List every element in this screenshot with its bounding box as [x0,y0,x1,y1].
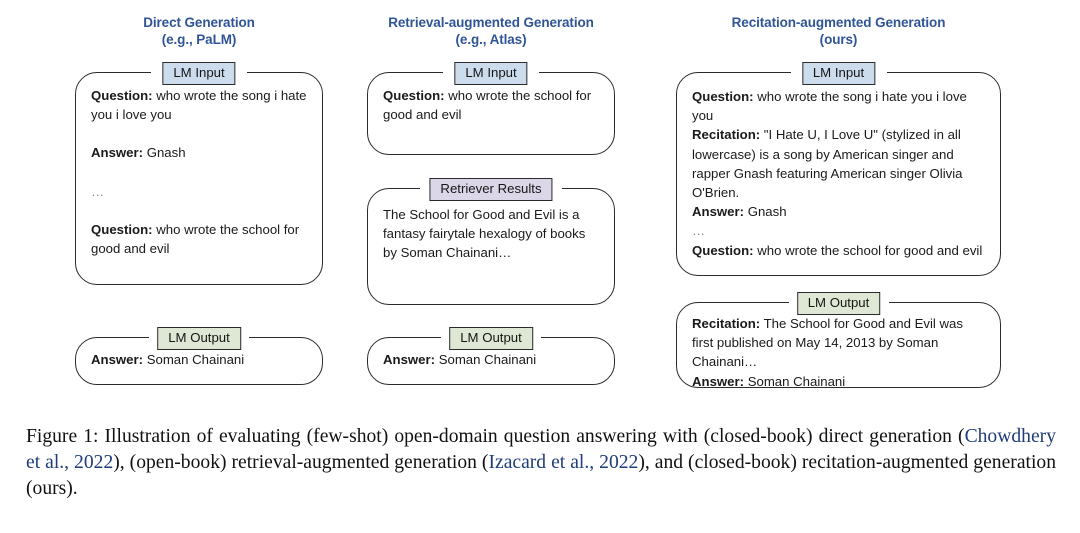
box-lm-input-col2: LM Input Question: who wrote the school … [367,62,615,155]
caption-part-3: ), and (closed-book) recitation-augmente… [26,452,1056,499]
text-line: Recitation: The School for Good and Evil… [692,314,986,372]
box-body-lm-output-col3: Recitation: The School for Good and Evil… [677,303,1000,403]
line-label: Answer: [692,373,745,389]
spacer [91,163,308,182]
line-text: Gnash [744,204,787,220]
tab-label-retriever-results: Retriever Results [429,178,553,201]
line-label: Question: [692,242,754,258]
column-title-retrieval-augmented-generation: Retrieval-augmented Generation (e.g., At… [367,14,615,48]
line-label: Question: [91,221,153,237]
figure-illustration: Direct Generation (e.g., PaLM) LM Input … [75,0,1001,410]
line-text: who wrote the song i hate you i love you [91,88,307,123]
spacer [91,201,308,220]
text-line: Question: who wrote the school for good … [91,220,308,258]
tab-label-lm-input: LM Input [801,62,876,85]
line-text: The School for Good and Evil was first p… [692,316,963,370]
line-text: Soman Chainani [435,352,537,367]
text-line: The School for Good and Evil is a fantas… [383,205,592,263]
text-line: Question: who wrote the song i hate you … [91,86,308,124]
line-text: Soman Chainani [143,352,245,367]
box-lm-input-col3: LM Input Question: who wrote the song i … [676,62,1001,276]
box-body-retriever-results-col2: The School for Good and Evil is a fantas… [368,189,614,275]
column-retrieval-augmented-generation: Retrieval-augmented Generation (e.g., At… [367,0,615,410]
box-lm-output-col1: LM Output Answer: Soman Chainani [75,327,323,385]
box-body-lm-input-col2: Question: who wrote the school for good … [368,73,614,136]
line-text: "I Hate U, I Love U" (stylized in all lo… [692,127,963,201]
column-title-recitation-augmented-generation: Recitation-augmented Generation (ours) [676,14,1001,48]
text-line: Recitation: "I Hate U, I Love U" (styliz… [692,125,986,202]
tab-label-lm-output: LM Output [796,292,881,315]
column-title-sub: (e.g., PaLM) [161,32,237,47]
line-label: Recitation: [692,127,761,143]
text-line: Answer: Soman Chainani [91,350,308,369]
tab-label-lm-output: LM Output [157,327,241,350]
box-body-lm-input-col3: Question: who wrote the song i hate you … [677,73,1000,272]
line-label: Question: [692,89,754,104]
line-label: Answer: [692,204,745,220]
caption-part-1: Figure 1: Illustration of evaluating (fe… [26,426,965,447]
line-text: who wrote the school for good and evil [383,88,592,123]
box-retriever-results-col2: Retriever Results The School for Good an… [367,178,615,305]
box-body-lm-output-col1: Answer: Soman Chainani [76,338,322,381]
line-label: Question: [383,88,445,103]
tab-label-lm-output: LM Output [449,327,533,350]
box-body-lm-input-col1: Question: who wrote the song i hate you … [76,73,322,270]
text-line: Question: who wrote the song i hate you … [692,87,986,125]
column-direct-generation: Direct Generation (e.g., PaLM) LM Input … [75,0,323,410]
line-text: who wrote the school for good and evil [91,221,300,257]
caption-part-2: ), (open-book) retrieval-augmented gener… [113,452,489,473]
tab-label-lm-input: LM Input [454,62,528,85]
text-line: Answer: Gnash [91,143,308,162]
column-title-main: Retrieval-augmented Generation [388,15,594,30]
box-lm-output-col2: LM Output Answer: Soman Chainani [367,327,615,385]
ellipsis-line: … [692,223,707,239]
box-lm-output-col3: LM Output Recitation: The School for Goo… [676,292,1001,389]
line-text: Soman Chainani [744,373,846,389]
text-line: Answer: Soman Chainani [383,350,600,369]
line-text: The School for Good and Evil is a fantas… [383,207,586,261]
line-text: who wrote the song i hate you i love you [692,89,967,124]
tab-label-lm-input: LM Input [162,62,236,85]
text-line: Answer: Soman Chainani [692,372,986,391]
line-label: Question: [91,88,153,103]
line-label: Answer: [91,352,144,367]
line-text: Gnash [143,145,186,161]
column-title-main: Direct Generation [143,15,255,30]
line-label: Answer: [383,352,436,367]
citation-chowdhery[interactable]: Chowdhery et al., 2022 [26,426,1056,473]
box-body-lm-output-col2: Answer: Soman Chainani [368,338,614,381]
line-label: Recitation: [692,316,761,331]
line-text: who wrote the school for good and evil [753,242,983,258]
column-title-sub: (e.g., Atlas) [455,32,527,47]
text-line: Answer: Gnash [692,202,986,221]
ellipsis-line: … [91,183,106,199]
column-recitation-augmented-generation: Recitation-augmented Generation (ours) L… [676,0,1001,410]
spacer [91,124,308,143]
column-title-main: Recitation-augmented Generation [731,15,946,30]
box-lm-input-col1: LM Input Question: who wrote the song i … [75,62,323,285]
line-label: Answer: [91,145,144,161]
citation-izacard[interactable]: Izacard et al., 2022 [488,452,639,473]
column-title-sub: (ours) [819,32,858,47]
column-title-direct-generation: Direct Generation (e.g., PaLM) [75,14,323,48]
text-line: Question: who wrote the school for good … [692,241,986,260]
figure-caption: Figure 1: Illustration of evaluating (fe… [26,424,1056,502]
text-line: Question: who wrote the school for good … [383,86,600,124]
